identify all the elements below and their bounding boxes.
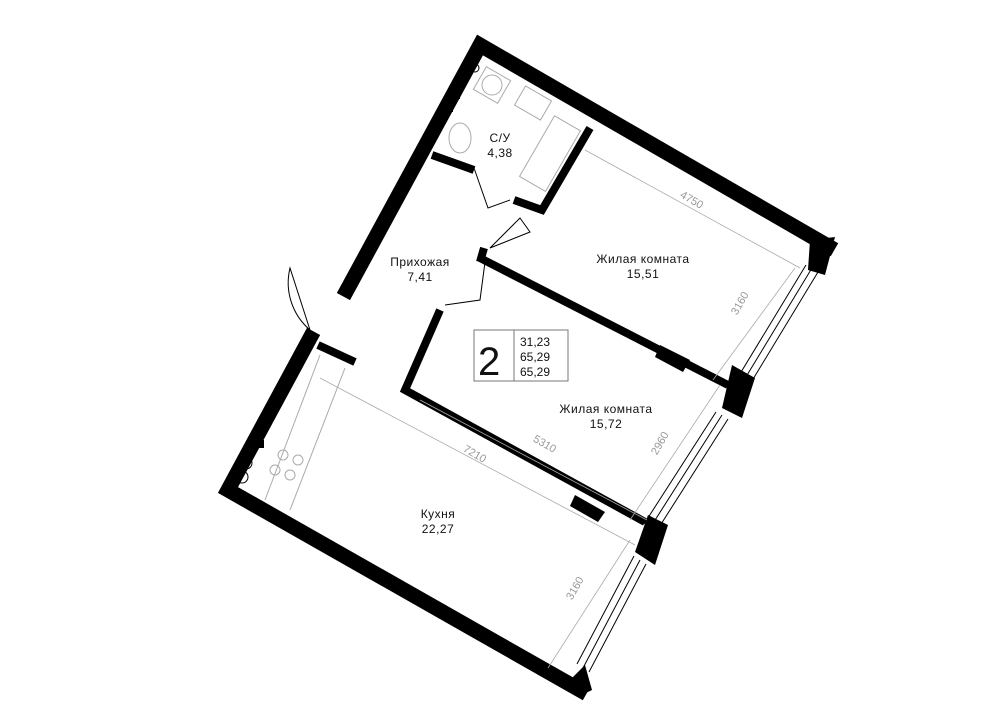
room-area-living2: 15,72 [590,417,623,431]
room-name-living2: Жилая комната [559,402,652,416]
interior-walls [316,125,730,526]
dim-living2-width: 2960 [649,430,672,457]
room-name-living1: Жилая комната [596,252,689,266]
summary-box: 2 31,23 65,29 65,29 [473,329,569,384]
room-name-kitchen: Кухня [421,507,456,521]
dim-kitchen-width: 3160 [564,575,587,602]
windows [576,264,819,673]
room-labels: С/У 4,38 Прихожая 7,41 Жилая комната 15,… [390,131,689,536]
doors [287,167,531,331]
dim-living2-length: 5310 [531,433,558,456]
dim-kitchen-length: 7210 [461,443,488,466]
dimension-lines [319,149,801,669]
dim-living1-width: 3160 [729,290,752,317]
living-area: 31,23 [520,335,550,349]
total-area: 65,29 [520,350,550,364]
room-area-living1: 15,51 [627,267,660,281]
wall-piers [570,237,835,697]
room-area-bathroom: 4,38 [487,146,512,160]
bathroom-fixtures [425,63,582,193]
room-name-hallway: Прихожая [390,255,450,269]
rooms-count: 2 [478,340,500,384]
total-area-2: 65,29 [520,365,550,379]
kitchen-fixtures [235,92,460,511]
outer-walls [217,34,839,701]
room-area-hallway: 7,41 [407,270,432,284]
room-name-bathroom: С/У [489,131,510,145]
room-area-kitchen: 22,27 [422,522,455,536]
